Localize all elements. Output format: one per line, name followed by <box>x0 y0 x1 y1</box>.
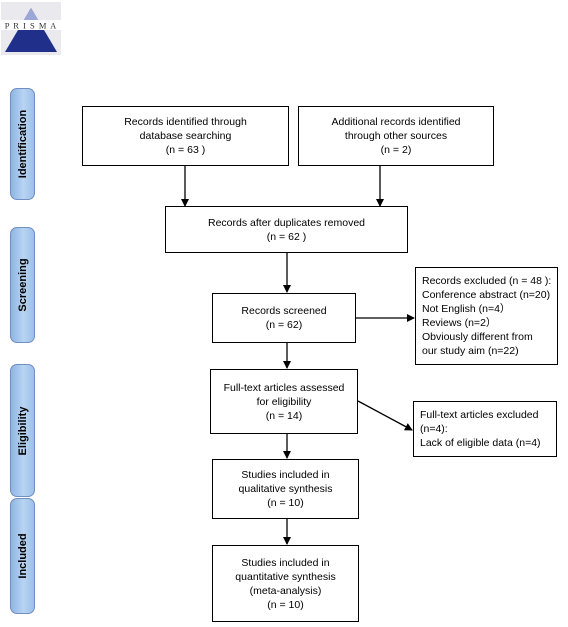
box-fulltext-assessed: Full-text articles assessed for eligibil… <box>210 369 358 434</box>
box-line: qualitative synthesis <box>238 483 333 495</box>
box-line: Studies included in <box>241 556 330 569</box>
arrow-fulltext-to-fulltext-excluded <box>357 400 413 431</box>
box-line: Full-text articles excluded <box>420 409 539 421</box>
svg-text:P R I S M A: P R I S M A <box>5 21 58 31</box>
stage-identification: Identification <box>10 88 35 200</box>
box-fulltext-excluded: Full-text articles excluded (n=4): Lack … <box>413 401 557 457</box>
box-line: Records excluded (n = 48 ): <box>422 275 552 287</box>
box-line: (n=4): <box>420 423 448 435</box>
stage-eligibility: Eligibility <box>10 364 35 497</box>
box-line: (n = 62) <box>265 319 303 331</box>
stage-screening: Screening <box>10 227 35 343</box>
box-line: Records identified through <box>124 116 247 128</box>
box-after-duplicates: Records after duplicates removed (n = 62… <box>165 206 408 253</box>
stage-included: Included <box>10 498 35 614</box>
box-line: Not English (n=4） <box>422 303 511 315</box>
box-line: Full-text articles assessed <box>223 381 345 394</box>
box-line: Lack of eligible data (n=4) <box>420 437 541 449</box>
box-line: (n = 10) <box>267 598 304 611</box>
prisma-logo: P R I S M A <box>1 2 61 55</box>
box-line: for eligibility <box>256 395 312 408</box>
box-line: (meta-analysis) <box>249 584 322 597</box>
box-line: (n = 63 ) <box>165 144 206 156</box>
box-line: (n = 10) <box>267 497 304 509</box>
box-line: Additional records identified <box>331 116 461 128</box>
box-line: our study aim (n=22) <box>422 345 519 357</box>
box-line: Records screened <box>241 305 327 317</box>
box-quantitative-synthesis: Studies included in quantitative synthes… <box>212 545 359 622</box>
box-records-excluded: Records excluded (n = 48 ): Conference a… <box>415 267 558 365</box>
box-records-screened: Records screened (n = 62) <box>212 293 356 343</box>
box-line: (n = 2) <box>380 144 412 156</box>
box-line: Obviously different from <box>422 331 533 343</box>
box-line: database searching <box>139 130 232 142</box>
box-line: (n = 14) <box>265 409 303 422</box>
box-qualitative-synthesis: Studies included in qualitative synthesi… <box>212 459 359 519</box>
box-line: quantitative synthesis <box>235 570 336 583</box>
box-line: Conference abstract (n=20) <box>422 289 551 301</box>
box-line: Studies included in <box>241 469 330 481</box>
box-line: through other sources <box>344 130 448 142</box>
box-line: Reviews (n=2） <box>422 317 497 329</box>
box-other-sources: Additional records identified through ot… <box>298 106 494 166</box>
box-line: (n = 62 ) <box>266 230 307 243</box>
box-database-records: Records identified through database sear… <box>82 106 289 166</box>
box-line: Records after duplicates removed <box>208 216 365 229</box>
